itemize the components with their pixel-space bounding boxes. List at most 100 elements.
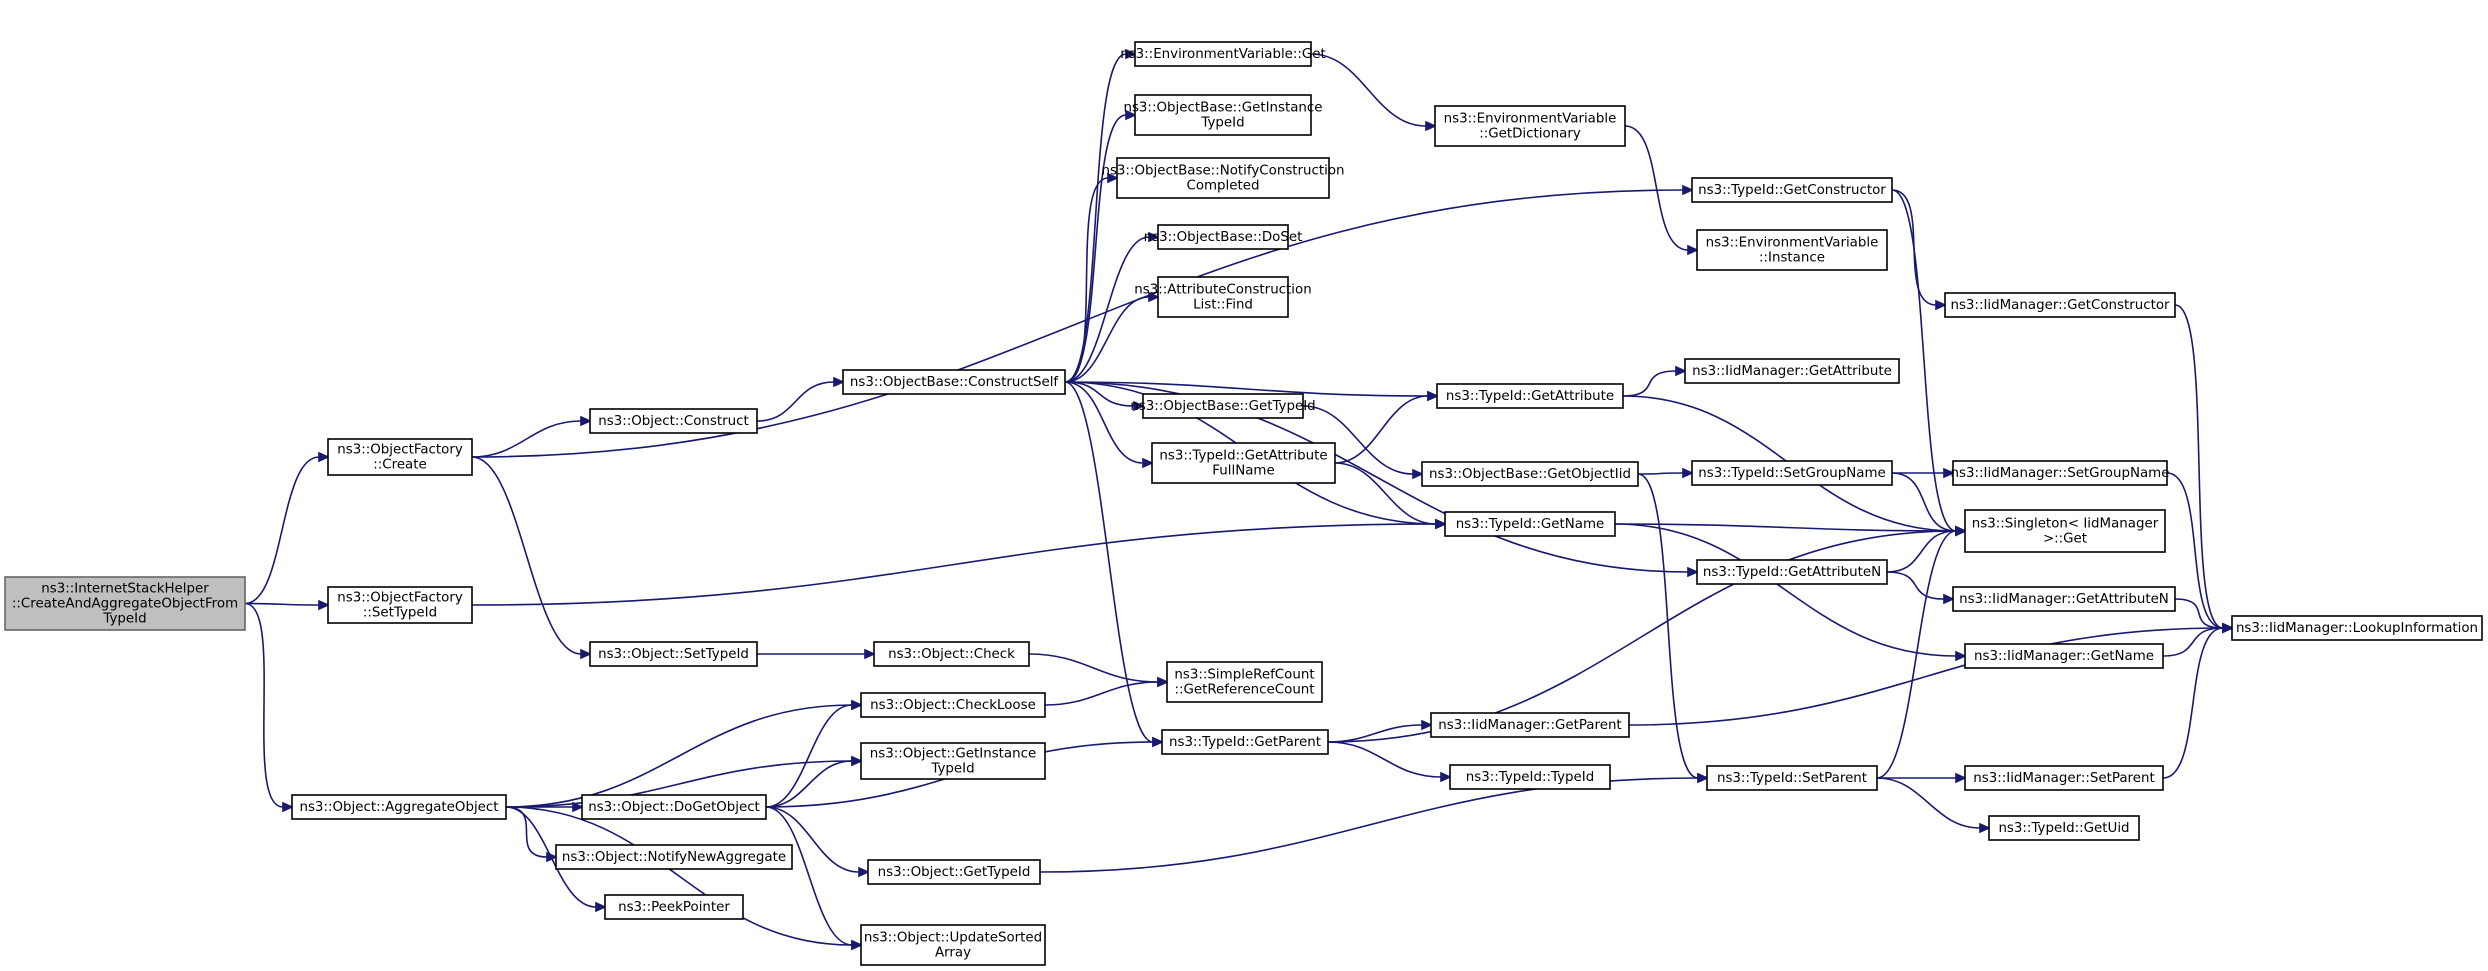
node-tid_getattribute[interactable]: ns3::TypeId::GetAttribute — [1436, 383, 1624, 409]
edges-layer — [244, 48, 2234, 951]
edge-dogetobject-to-checkloose — [765, 699, 863, 808]
node-iid_lookup[interactable]: ns3::IidManager::LookupInformation — [2231, 615, 2483, 641]
node-label: ::GetReferenceCount — [1174, 683, 1314, 698]
node-iid_getattributen[interactable]: ns3::IidManager::GetAttributeN — [1952, 586, 2176, 612]
edge-ob_getobjectiid-to-tid_setparent — [1637, 473, 1709, 784]
node-ob_doset[interactable]: ns3::ObjectBase::DoSet — [1144, 224, 1303, 250]
node-label: ns3::IidManager::GetAttribute — [1692, 364, 1892, 379]
arrowhead — [851, 939, 863, 951]
node-tid_getparent[interactable]: ns3::TypeId::GetParent — [1161, 729, 1329, 755]
node-iid_setgroupname[interactable]: ns3::IidManager::SetGroupName — [1951, 460, 2170, 486]
node-iid_getattribute[interactable]: ns3::IidManager::GetAttribute — [1684, 358, 1900, 384]
edge-constructself-to-tid_getattributen — [1064, 381, 1699, 578]
arrowhead — [580, 648, 592, 660]
node-iid_getname[interactable]: ns3::IidManager::GetName — [1964, 643, 2164, 669]
arrowhead — [1935, 299, 1947, 311]
edge-of_create-to-tid_getconstructor — [471, 184, 1694, 458]
edge-line — [1614, 523, 1957, 657]
node-box — [1964, 765, 2164, 791]
node-constructself[interactable]: ns3::ObjectBase::ConstructSelf — [842, 369, 1066, 395]
node-tid_getattributen[interactable]: ns3::TypeId::GetAttributeN — [1696, 559, 1888, 585]
node-checkloose[interactable]: ns3::Object::CheckLoose — [860, 692, 1046, 718]
node-singleton_get[interactable]: ns3::Singleton< IidManager >::Get — [1964, 509, 2166, 553]
node-tid_getname[interactable]: ns3::TypeId::GetName — [1444, 511, 1616, 537]
node-iid_setparent[interactable]: ns3::IidManager::SetParent — [1964, 765, 2164, 791]
node-tid_setparent[interactable]: ns3::TypeId::SetParent — [1706, 765, 1878, 791]
node-tid_setgroupname[interactable]: ns3::TypeId::SetGroupName — [1691, 460, 1893, 486]
node-label: ::GetDictionary — [1479, 127, 1581, 142]
edge-constructself-to-ob_doset — [1064, 231, 1160, 383]
edge-line — [1327, 741, 1442, 778]
node-iid_getparent[interactable]: ns3::IidManager::GetParent — [1430, 712, 1630, 738]
edge-iid_getparent-to-iid_lookup — [1628, 622, 2234, 726]
node-dogetobject[interactable]: ns3::Object::DoGetObject — [581, 794, 767, 820]
node-label: >::Get — [2043, 532, 2087, 547]
node-label: Array — [935, 946, 971, 961]
node-label: ns3::Object::DoGetObject — [588, 800, 760, 815]
edge-line — [765, 704, 853, 808]
node-box — [1430, 712, 1630, 738]
edge-line — [471, 456, 582, 655]
edge-tid_getattrfullname-to-tid_getattribute — [1334, 390, 1439, 464]
node-label: ns3::Object::GetInstance — [870, 747, 1036, 762]
node-srefcount[interactable]: ns3::SimpleRefCount::GetReferenceCount — [1166, 661, 1323, 703]
arrowhead — [1955, 525, 1967, 537]
arrowhead — [851, 699, 863, 711]
node-label: ns3::TypeId::TypeId — [1466, 770, 1594, 785]
node-box — [867, 859, 1041, 885]
node-label: FullName — [1212, 464, 1274, 479]
edge-of_settypeid-to-tid_getname — [471, 518, 1447, 606]
node-aggregate[interactable]: ns3::Object::AggregateObject — [291, 794, 507, 820]
edge-of_create-to-obj_settypeid — [471, 456, 592, 660]
node-label: ::Create — [373, 458, 427, 473]
edge-aggregate-to-checkloose — [505, 699, 863, 808]
edge-line — [1064, 381, 1144, 464]
edge-tid_getattribute-to-iid_getattribute — [1622, 365, 1687, 397]
node-obj_check[interactable]: ns3::Object::Check — [873, 641, 1030, 667]
node-box — [1157, 276, 1289, 318]
node-box — [327, 438, 473, 476]
node-notifynewagg[interactable]: ns3::Object::NotifyNewAggregate — [555, 844, 793, 870]
node-of_create[interactable]: ns3::ObjectFactory::Create — [327, 438, 473, 476]
node-obj_settypeid[interactable]: ns3::Object::SetTypeId — [589, 641, 758, 667]
node-ob_getobjectiid[interactable]: ns3::ObjectBase::GetObjectIid — [1421, 461, 1639, 487]
node-box — [1449, 764, 1611, 790]
node-box — [1434, 105, 1626, 147]
node-label: ns3::ObjectBase::ConstructSelf — [850, 375, 1059, 390]
node-label: Completed — [1186, 179, 1259, 194]
node-obj_gettypeid[interactable]: ns3::Object::GetTypeId — [867, 859, 1041, 885]
edge-line — [1614, 523, 1957, 532]
node-label: ns3::Object::AggregateObject — [299, 800, 498, 815]
node-construct[interactable]: ns3::Object::Construct — [589, 408, 758, 434]
node-ob_notify[interactable]: ns3::ObjectBase::NotifyConstructionCompl… — [1101, 157, 1345, 199]
node-peekpointer[interactable]: ns3::PeekPointer — [604, 894, 744, 920]
node-of_settypeid[interactable]: ns3::ObjectFactory::SetTypeId — [327, 586, 473, 624]
edge-line — [1028, 653, 1159, 683]
edge-construct-to-constructself — [756, 376, 845, 422]
node-box — [581, 794, 767, 820]
node-label: ns3::PeekPointer — [618, 900, 730, 915]
node-envvar_getdict[interactable]: ns3::EnvironmentVariable::GetDictionary — [1434, 105, 1626, 147]
node-envvar_get[interactable]: ns3::EnvironmentVariable::Get — [1120, 41, 1326, 67]
node-box — [1444, 511, 1616, 537]
edge-line — [2162, 627, 2224, 779]
edge-iid_getconstructor-to-iid_lookup — [2174, 304, 2234, 634]
node-tid_typeid[interactable]: ns3::TypeId::TypeId — [1449, 764, 1611, 790]
node-box — [860, 692, 1046, 718]
node-ob_gettypeid[interactable]: ns3::ObjectBase::GetTypeId — [1130, 393, 1316, 419]
node-box — [604, 894, 744, 920]
node-iid_getconstructor[interactable]: ns3::IidManager::GetConstructor — [1944, 292, 2176, 318]
node-label: ns3::ObjectBase::GetObjectIid — [1429, 467, 1631, 482]
node-box — [589, 408, 758, 434]
node-label: ns3::EnvironmentVariable::Get — [1120, 47, 1326, 62]
arrowhead — [1133, 400, 1145, 412]
node-tid_getuid[interactable]: ns3::TypeId::GetUid — [1988, 815, 2140, 841]
edge-of_create-to-construct — [471, 415, 592, 458]
node-envvar_instance[interactable]: ns3::EnvironmentVariable::Instance — [1696, 229, 1888, 271]
node-tid_getconstructor[interactable]: ns3::TypeId::GetConstructor — [1691, 177, 1893, 203]
